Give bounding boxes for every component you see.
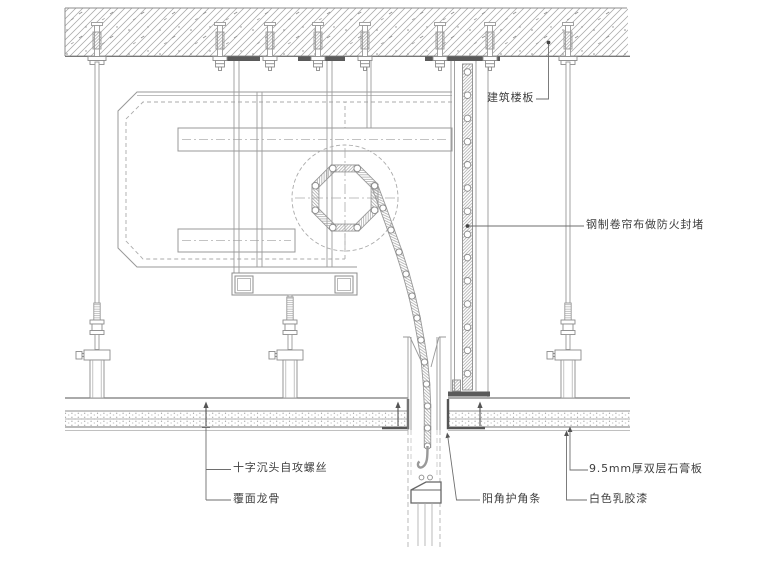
- label-white-latex-paint: 白色乳胶漆: [589, 492, 648, 505]
- curtain-weight-bar: [410, 481, 442, 504]
- label-furring-channel: 覆面龙骨: [233, 492, 281, 505]
- label-gypsum-board: 9.5mm厚双层石膏板: [589, 462, 703, 475]
- hanger-rods: [75, 61, 582, 399]
- curtain-slot: [403, 336, 446, 548]
- label-self-tapping-screw: 十字沉头自攻螺丝: [233, 461, 328, 474]
- corner-bead-right: [446, 399, 485, 430]
- roller-curtain-roll: [291, 144, 432, 469]
- ceiling-assembly: [65, 397, 630, 431]
- label-steel-curtain-seal: 钢制卷帘布做防火封堵: [586, 218, 704, 231]
- track-bottom-bar: [448, 391, 490, 397]
- curtain-slat-chain: [370, 182, 432, 450]
- anchor-plates: [215, 56, 500, 61]
- chain-end-hook: [416, 445, 429, 469]
- concrete-slab: [64, 7, 630, 57]
- track-rivets: [463, 68, 472, 378]
- screw-symbols: [202, 401, 484, 428]
- roller-shutter-housing: [117, 61, 453, 296]
- label-corner-bead: 阳角护角条: [482, 492, 541, 505]
- leader-lines: [205, 40, 588, 501]
- label-building-slab: 建筑楼板: [487, 91, 535, 104]
- fire-curtain-track: [448, 61, 490, 397]
